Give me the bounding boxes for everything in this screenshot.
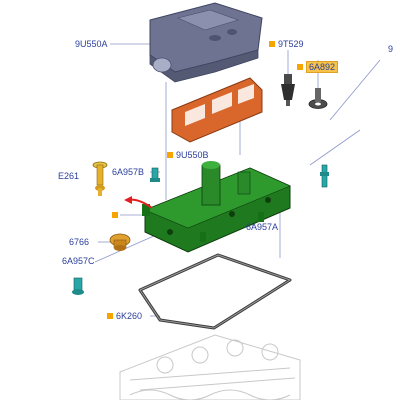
engine-cover [149,2,263,83]
callout-marker-left[interactable] [112,210,121,221]
leader-lines [94,43,381,317]
callout-sensor-top[interactable]: 9T529 [269,39,304,50]
fitting-b [150,167,160,182]
fitting-right [320,164,329,188]
fitting-c [72,277,84,295]
marker-square [167,152,173,158]
marker-square [269,41,275,47]
callout-valve-cover-bolt[interactable]: 6A957A [246,222,279,232]
callout-pan-gasket[interactable]: 6K260 [107,311,142,322]
callout-engine-cover[interactable]: 9U550A [75,39,108,49]
callout-oil-filler[interactable]: E261 [58,171,80,181]
sensor-top [281,74,295,106]
callout-gasket[interactable]: 9U550B [167,150,209,161]
valve-cover [142,161,291,253]
marker-square [297,64,303,70]
washer [308,88,328,109]
callout-highlighted-part[interactable]: 6A892 [297,61,339,73]
callout-oil-filler-cap[interactable]: 6766 [69,237,90,247]
cylinder-head [119,334,301,400]
oil-filler-part [92,161,108,196]
pan-gasket [138,253,292,330]
intake-gasket [171,77,263,143]
marker-square [112,212,118,218]
callout-edge-clip[interactable]: 9 [388,44,394,54]
oil-filler-cap [109,233,131,251]
callout-fitting-c[interactable]: 6A957C [62,256,95,266]
red-arrow [124,196,153,209]
callout-fitting-b[interactable]: 6A957B [112,167,145,177]
marker-square [107,313,113,319]
